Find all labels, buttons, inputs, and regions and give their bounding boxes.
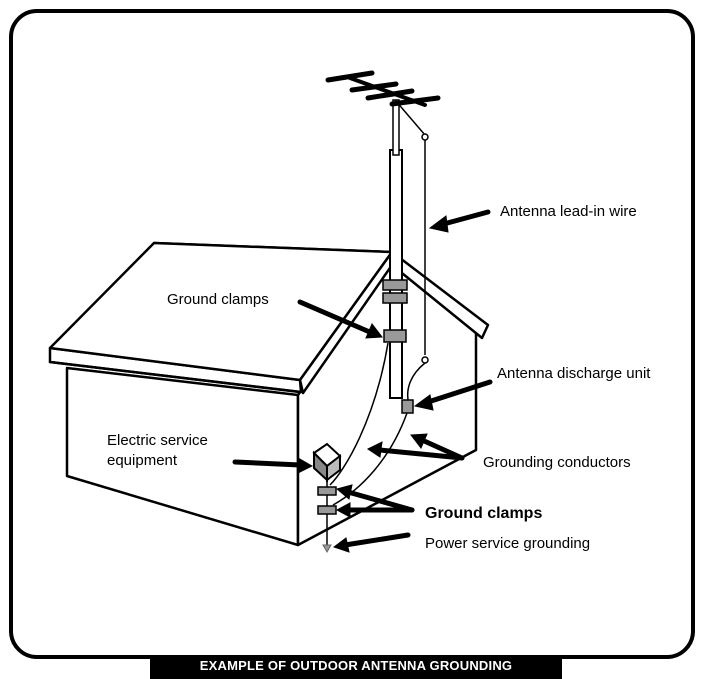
label-ground-clamps-bottom: Ground clamps	[425, 505, 543, 522]
label-electric-service-line2: equipment	[107, 452, 178, 469]
ground-rod	[322, 544, 332, 554]
grounding-conductor-2	[329, 342, 389, 486]
antenna-elements	[325, 70, 441, 107]
pointer-arrows	[232, 209, 493, 553]
house-side-wall	[65, 366, 300, 547]
caption: EXAMPLE OF OUTDOOR ANTENNA GROUNDING	[150, 655, 562, 679]
label-electric-service-line1: Electric service	[107, 432, 208, 449]
antenna-discharge-unit	[401, 399, 414, 414]
antenna-mast	[389, 149, 403, 399]
label-antenna-discharge-unit: Antenna discharge unit	[497, 365, 651, 382]
mast-ground-clamps	[382, 279, 408, 343]
label-antenna-lead-in-wire: Antenna lead-in wire	[500, 203, 637, 220]
label-power-service-grounding: Power service grounding	[425, 535, 591, 552]
label-ground-clamps-top: Ground clamps	[167, 291, 269, 308]
label-grounding-conductors: Grounding conductors	[483, 454, 631, 471]
grounding-conductor-1	[332, 412, 408, 506]
